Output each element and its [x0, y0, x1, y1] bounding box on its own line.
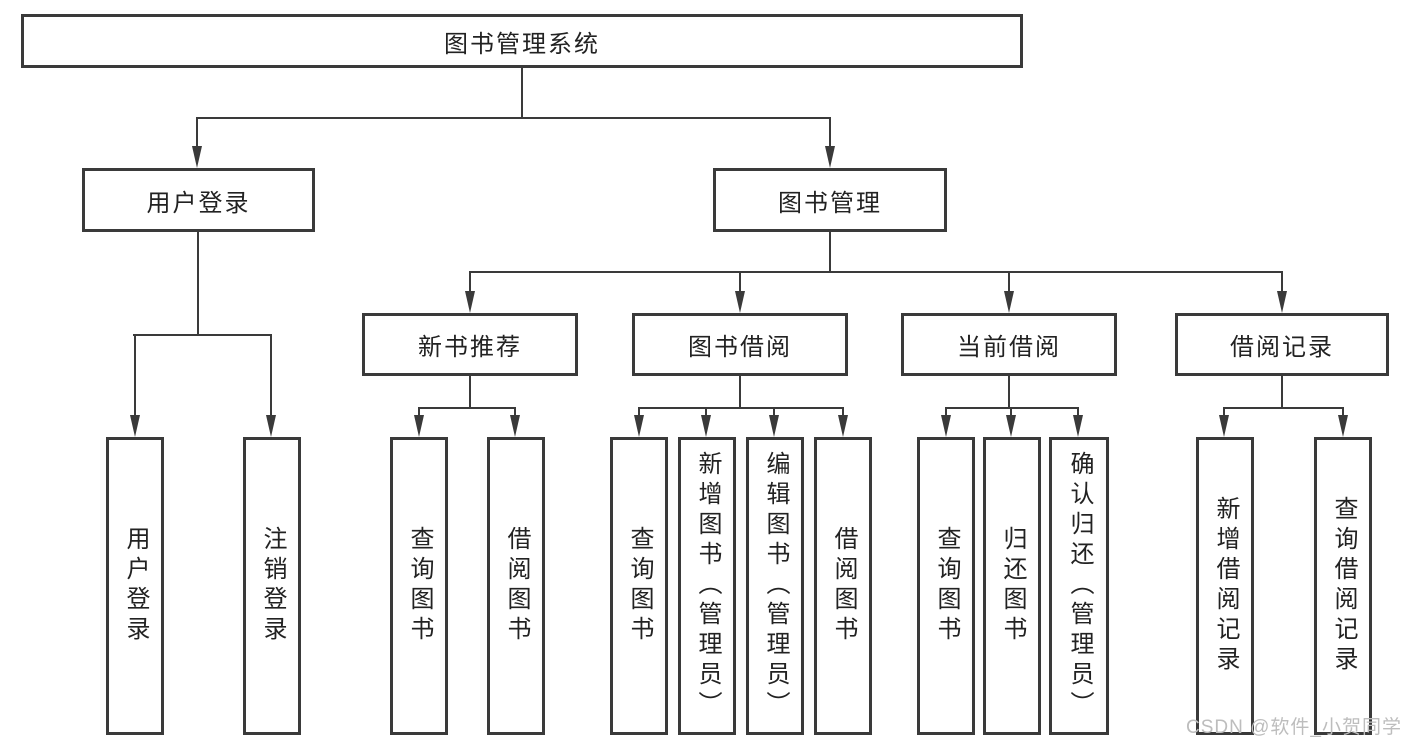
leaf-label: 注销登录: [259, 526, 286, 646]
node-borrowing-records: 借阅记录: [1175, 313, 1389, 376]
connector-line-v: [1008, 376, 1010, 408]
node-label: 借阅记录: [1230, 334, 1334, 361]
connector-line-v: [469, 376, 471, 408]
leaf-label: 编辑图书（管理员）: [762, 451, 789, 721]
connector-line-v: [1342, 407, 1344, 417]
leaf-borrow-books-recommend: 借阅图书: [487, 437, 545, 735]
connector-line-v: [842, 407, 844, 417]
arrow-down-icon: [735, 291, 745, 313]
connector-line-v: [1281, 376, 1283, 408]
connector-line-v: [469, 271, 471, 291]
connector-line-v: [270, 334, 272, 416]
connector-line-v: [705, 407, 707, 417]
leaf-add-books-admin: 新增图书（管理员）: [678, 437, 736, 735]
node-label: 图书管理系统: [444, 30, 600, 58]
node-library-management-system: 图书管理系统: [21, 14, 1023, 68]
connector-line-h: [133, 334, 272, 336]
connector-line-v: [829, 117, 831, 148]
node-current-borrowing: 当前借阅: [901, 313, 1117, 376]
connector-line-v: [134, 334, 136, 416]
connector-line-h: [945, 407, 1079, 409]
leaf-add-borrow-record: 新增借阅记录: [1196, 437, 1254, 735]
connector-line-v: [1077, 407, 1079, 417]
arrow-down-icon: [769, 415, 779, 437]
node-book-management: 图书管理: [713, 168, 947, 232]
leaf-label: 查询图书: [933, 526, 960, 646]
leaf-label: 新增图书（管理员）: [694, 451, 721, 721]
arrow-down-icon: [414, 415, 424, 437]
connector-line-v: [829, 232, 831, 272]
arrow-down-icon: [266, 415, 276, 437]
arrow-down-icon: [701, 415, 711, 437]
leaf-user-login: 用户登录: [106, 437, 164, 735]
leaf-borrow-books: 借阅图书: [814, 437, 872, 735]
node-label: 图书借阅: [688, 334, 792, 361]
leaf-confirm-return-admin: 确认归还（管理员）: [1049, 437, 1109, 735]
arrow-down-icon: [1277, 291, 1287, 313]
leaf-label: 用户登录: [122, 526, 149, 646]
arrow-down-icon: [1338, 415, 1348, 437]
leaf-edit-books-admin: 编辑图书（管理员）: [746, 437, 804, 735]
leaf-label: 借阅图书: [503, 526, 530, 646]
node-label: 用户登录: [146, 189, 251, 217]
arrow-down-icon: [1006, 415, 1016, 437]
connector-line-v: [1281, 271, 1283, 291]
node-label: 图书管理: [778, 189, 882, 217]
leaf-label: 归还图书: [999, 526, 1026, 646]
connector-line-h: [196, 117, 831, 119]
leaf-query-books-recommend: 查询图书: [390, 437, 448, 735]
connector-line-h: [1223, 407, 1344, 409]
connector-line-v: [521, 68, 523, 118]
arrow-down-icon: [634, 415, 644, 437]
connector-line-v: [739, 376, 741, 408]
arrow-down-icon: [465, 291, 475, 313]
node-book-borrowing: 图书借阅: [632, 313, 848, 376]
connector-line-h: [418, 407, 516, 409]
arrow-down-icon: [1219, 415, 1229, 437]
connector-line-h: [469, 271, 1282, 273]
arrow-down-icon: [1004, 291, 1014, 313]
connector-line-v: [739, 271, 741, 291]
arrow-down-icon: [130, 415, 140, 437]
csdn-watermark: CSDN @软件_小贺同学: [1186, 717, 1402, 738]
node-new-book-recommendation: 新书推荐: [362, 313, 578, 376]
connector-line-v: [773, 407, 775, 417]
arrow-down-icon: [838, 415, 848, 437]
arrow-down-icon: [192, 146, 202, 168]
leaf-query-books-borrowing: 查询图书: [610, 437, 668, 735]
arrow-down-icon: [941, 415, 951, 437]
leaf-logout: 注销登录: [243, 437, 301, 735]
connector-line-v: [1008, 271, 1010, 291]
connector-line-v: [514, 407, 516, 417]
arrow-down-icon: [510, 415, 520, 437]
node-label: 当前借阅: [957, 334, 1061, 361]
leaf-label: 查询图书: [406, 526, 433, 646]
leaf-query-books-current: 查询图书: [917, 437, 975, 735]
connector-line-v: [418, 407, 420, 417]
connector-line-v: [1010, 407, 1012, 417]
leaf-query-borrow-record: 查询借阅记录: [1314, 437, 1372, 735]
connector-line-v: [1223, 407, 1225, 417]
leaf-label: 借阅图书: [830, 526, 857, 646]
connector-line-v: [945, 407, 947, 417]
leaf-return-books: 归还图书: [983, 437, 1041, 735]
arrow-down-icon: [1073, 415, 1083, 437]
connector-line-h: [638, 407, 844, 409]
node-user-login: 用户登录: [82, 168, 315, 232]
arrow-down-icon: [825, 146, 835, 168]
leaf-label: 确认归还（管理员）: [1066, 451, 1093, 721]
connector-line-v: [196, 117, 198, 148]
leaf-label: 新增借阅记录: [1212, 496, 1239, 676]
connector-line-v: [197, 232, 199, 335]
node-label: 新书推荐: [418, 334, 522, 361]
leaf-label: 查询借阅记录: [1330, 496, 1357, 676]
connector-line-v: [638, 407, 640, 417]
leaf-label: 查询图书: [626, 526, 653, 646]
